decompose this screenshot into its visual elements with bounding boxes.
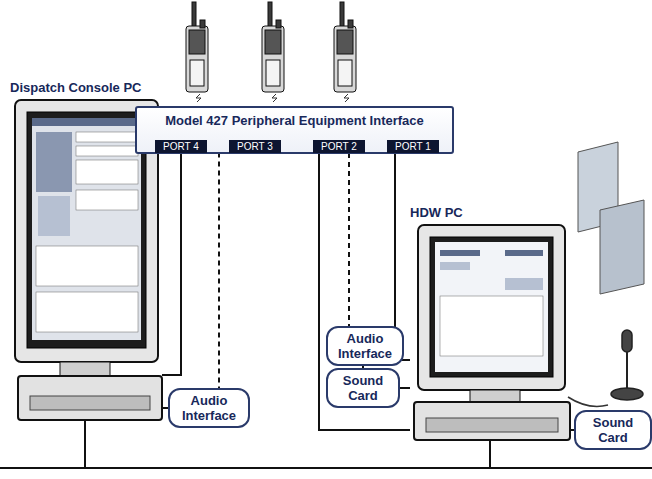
sound-card-box: Sound Card	[574, 410, 652, 450]
box-label: Audio Interface	[332, 331, 398, 361]
box-label: Sound Card	[332, 373, 394, 403]
handheld-radio	[334, 2, 356, 92]
handheld-radio	[186, 2, 208, 92]
box-label: Audio Interface	[174, 393, 244, 423]
box-label: Sound Card	[580, 415, 646, 445]
network-line	[0, 420, 652, 468]
radio-link	[196, 94, 349, 102]
handheld-radio	[262, 2, 284, 92]
port-label: PORT 4	[155, 140, 207, 153]
interface-box: Model 427 Peripheral Equipment Interface…	[135, 106, 454, 154]
computer-label: HDW PC	[410, 205, 570, 220]
computer-node: Dispatch Console PC	[10, 80, 162, 425]
microphone	[568, 330, 643, 406]
interface-box: Audio Interface	[326, 326, 404, 366]
box-label: PORT 2	[314, 141, 364, 152]
connector-line	[319, 153, 410, 430]
port-label: PORT 3	[229, 140, 281, 153]
connector-line	[207, 147, 219, 389]
computer-label: Dispatch Console PC	[10, 80, 162, 95]
sound-card-box: Sound Card	[326, 368, 400, 408]
box-label: PORT 4	[156, 141, 206, 152]
connector-line	[348, 153, 350, 326]
connector-line	[162, 153, 181, 375]
port-label: PORT 2	[313, 140, 365, 153]
port-label: PORT 1	[387, 140, 439, 153]
box-label: PORT 1	[388, 141, 438, 152]
box-label: PORT 3	[230, 141, 280, 152]
computer	[414, 225, 570, 440]
computer-node: HDW PC	[410, 205, 570, 440]
box-label: Model 427 Peripheral Equipment Interface	[137, 108, 452, 128]
connector-line	[400, 387, 410, 389]
interface-box: Audio Interface	[168, 388, 250, 428]
speakers	[578, 142, 644, 294]
